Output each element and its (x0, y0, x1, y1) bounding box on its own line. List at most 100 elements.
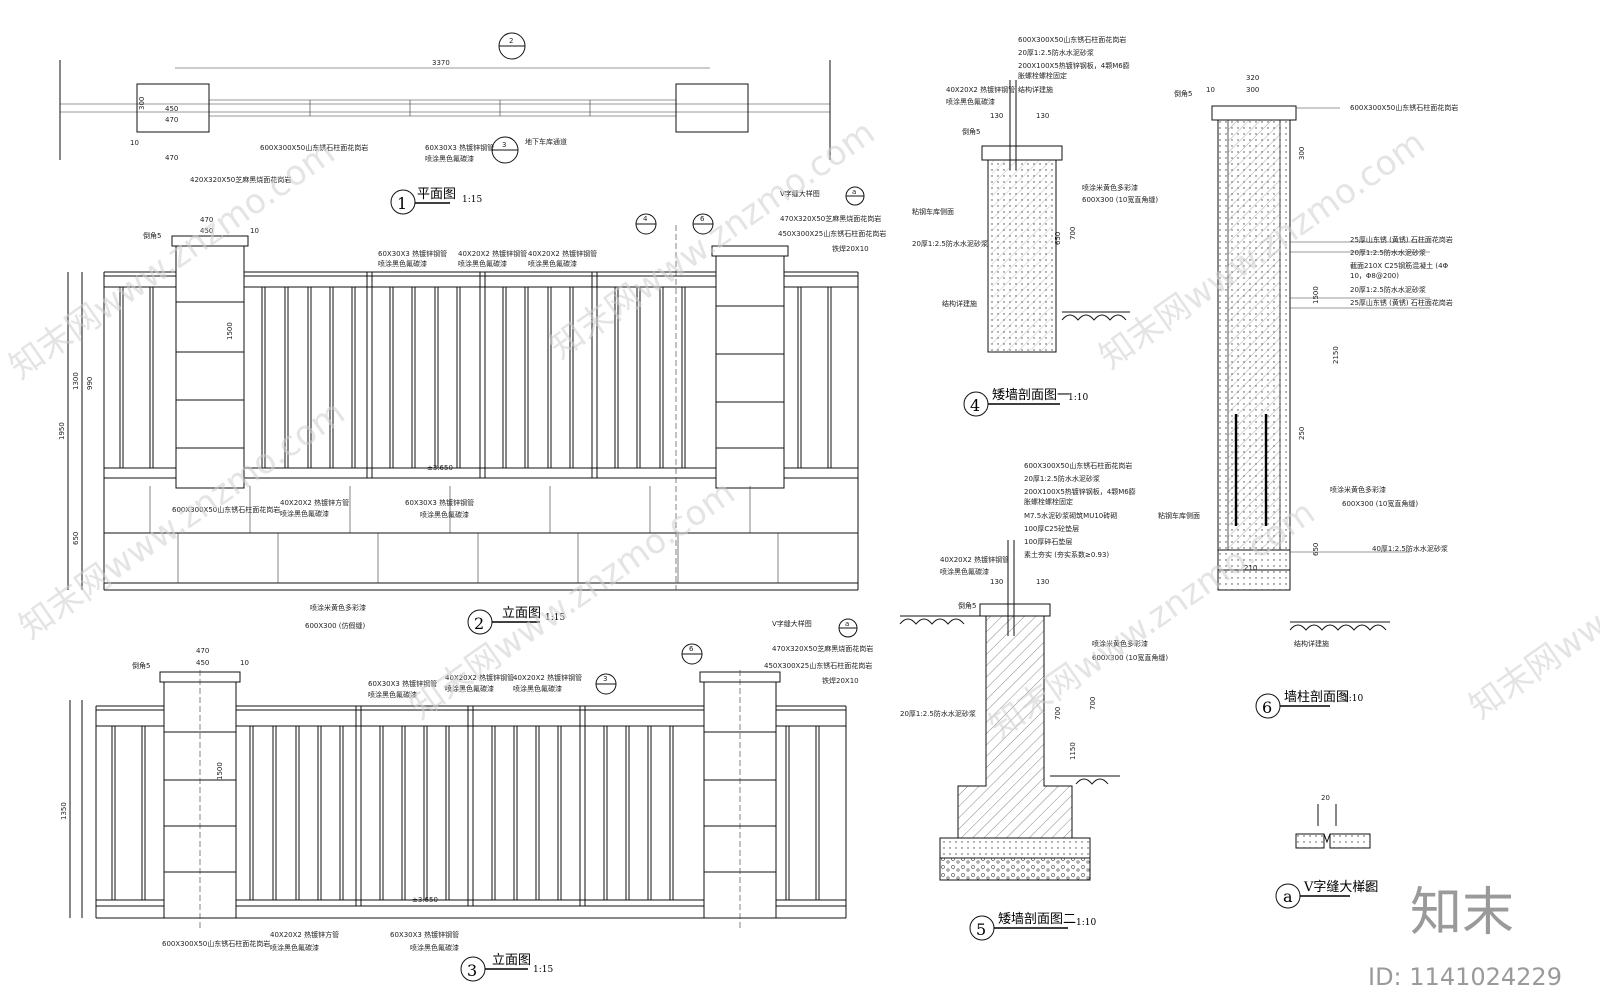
sec6-dim-210: 210 (1244, 564, 1257, 572)
svg-text:6: 6 (700, 215, 705, 223)
plan-view-number: 1 (397, 194, 407, 213)
sec6-note-3: 20厚1:2.5防水水泥砂浆 (1350, 248, 1426, 257)
sec6-dim-650: 650 (1312, 543, 1320, 556)
sec5-note-5: 100厚C25砼垫层 (1024, 524, 1079, 533)
elevation-2: 1950 1300 990 650 1500 470 450 10 倒角5 60… (58, 186, 886, 635)
sec5-dim-1150: 1150 (1069, 742, 1077, 760)
elev2-label-weld: 铁焊20X10 (832, 244, 869, 253)
plan-dim-450: 450 (165, 105, 178, 113)
sec4-view-title: 矮墙剖面图一 (992, 388, 1070, 403)
plan-label-granite: 600X300X50山东锈石柱面花岗岩 (260, 143, 368, 152)
sec6-note-5: 20厚1:2.5防水水泥砂浆 (1350, 285, 1426, 294)
svg-text:6: 6 (689, 645, 694, 653)
elev2-tag-4: 4 (635, 213, 657, 235)
plan-pillar-left (136, 83, 210, 133)
sec5-view-scale: 1:10 (1076, 918, 1096, 928)
elev3-label-b2b: 喷涂黑色氟碳漆 (270, 943, 319, 952)
plan-view-number-circle (390, 189, 416, 215)
sec5-note-7: 素土夯实 (夯实系数≥0.93) (1024, 550, 1109, 559)
plan-dim-10: 10 (130, 139, 139, 147)
plan-label-paint: 喷涂黑色氟碳漆 (425, 154, 474, 163)
elev2-dim-450: 450 (200, 227, 213, 235)
elev3-tag-a: a (838, 618, 858, 638)
sec5-note-1: 600X300X50山东锈石柱面花岗岩 (1024, 461, 1132, 470)
sec6-label-structure: 结构详建施 (1294, 639, 1329, 648)
elev2-label-wall-paint: 喷涂米黄色多彩漆 (310, 603, 366, 612)
sec6-label-paint: 喷涂米黄色多彩漆 (1330, 485, 1386, 494)
elev2-label-top2: 40X20X2 热镀锌钢管 (458, 249, 527, 258)
sec4-label-structure: 结构详建施 (942, 299, 977, 308)
elev3-label-b3b: 喷涂黑色氟碳漆 (410, 943, 459, 952)
elev3-dim-470: 470 (196, 647, 209, 655)
elev2-view-number: 2 (474, 614, 484, 633)
elev2-view-title: 立面图 (502, 606, 541, 621)
sec5-note-4: M7.5水泥砂浆砌筑MU10砖砌 (1024, 511, 1117, 520)
elev2-label-b2: 40X20X2 热镀锌方管 (280, 498, 349, 507)
sec4-dim-650: 650 (1054, 232, 1062, 245)
plan-dim-total: 3370 (432, 59, 450, 67)
sec4-dim-130b: 130 (1036, 112, 1049, 120)
detaila-view-number: a (1283, 887, 1293, 906)
elev2-label-chamfer: 倒角5 (143, 231, 161, 240)
plan-pillar-right (675, 83, 749, 133)
sec5-label-joints: 600X300 (10宽直角缝) (1092, 653, 1168, 662)
sec6-dim-300a: 300 (1298, 147, 1306, 160)
elev2-pillar-right (711, 245, 789, 489)
sec5-label-paint: 喷涂米黄色多彩漆 (1092, 639, 1148, 648)
sec5-note-3b: 胀螺栓螺栓固定 (1024, 497, 1073, 506)
plan-section-mark-2: 2 (498, 32, 526, 60)
svg-text:3: 3 (603, 675, 607, 683)
plan-dim-300: 300 (138, 97, 146, 110)
detaila-dim-20: 20 (1321, 794, 1330, 802)
elev2-dim-650: 650 (72, 532, 80, 545)
plan-dim-470: 470 (165, 116, 178, 124)
elev2-base-wall-joints (149, 486, 779, 583)
elev2-label-top1: 60X30X3 热镀锌钢管 (378, 249, 447, 258)
sec6-view-number: 6 (1262, 698, 1272, 717)
elev2-label-vjoint: V字缝大样图 (780, 189, 820, 198)
elev3-view-number: 3 (467, 961, 477, 980)
elev2-tag-a: a (845, 186, 865, 206)
elev2-level: ±3.650 (427, 464, 453, 472)
sec6-dim-320: 320 (1246, 74, 1259, 82)
elev3-dim-450: 450 (196, 659, 209, 667)
elev3-view-scale: 1:15 (533, 965, 553, 975)
sec5-dim-130a: 130 (990, 578, 1003, 586)
watermark-1: 知末网www.znzmo.com (2, 133, 342, 388)
plan-dim-470b: 470 (165, 154, 178, 162)
sec5-label-1: 40X20X2 热镀锌钢管 (940, 555, 1009, 564)
elev3-view-title: 立面图 (492, 953, 531, 968)
elev3-label-top2b: 喷涂黑色氟碳漆 (445, 684, 494, 693)
elev2-label-b3: 60X30X3 热镀锌钢管 (405, 498, 474, 507)
sec6-note-1: 600X300X50山东锈石柱面花岗岩 (1350, 103, 1458, 112)
elev2-tag-6: 6 (692, 213, 714, 235)
svg-text:a: a (852, 188, 856, 196)
sec4-label-joints: 600X300 (10宽直角缝) (1082, 195, 1158, 204)
sec6-dim-1500: 1500 (1312, 286, 1320, 304)
sec6-note-6: 25厚山东锈 (黄锈) 石柱面花岗岩 (1350, 298, 1453, 307)
elev2-label-top3: 40X20X2 热镀锌钢管 (528, 249, 597, 258)
sec4-note-1: 600X300X50山东锈石柱面花岗岩 (1018, 35, 1126, 44)
elev2-label-top2b: 喷涂黑色氟碳漆 (458, 259, 507, 268)
plan-section-mark-3: 3 (491, 136, 519, 164)
svg-text:a: a (845, 620, 849, 628)
plan-label-garage: 地下车库通道 (525, 137, 567, 146)
sec5-dim-700b: 700 (1089, 697, 1097, 710)
sec4-label-chamfer: 倒角5 (962, 127, 980, 136)
sec4-dim-130a: 130 (990, 112, 1003, 120)
elev3-tag-6: 6 (681, 643, 703, 665)
plan-label-steel-pipe: 60X30X3 热镀锌钢管 (425, 143, 494, 152)
elev3-tag-3: 3 (595, 673, 617, 695)
plan-view: 3370 450 470 470 10 300 600X300X50山东锈石柱面… (59, 32, 831, 215)
sec4-note-3b: 胀螺栓螺栓固定 (1018, 71, 1067, 80)
sec4-dim-700: 700 (1069, 227, 1077, 240)
elev2-label-top3b: 喷涂黑色氟碳漆 (528, 259, 577, 268)
elev2-dim-990: 990 (86, 377, 94, 390)
elev3-label-weld: 铁焊20X10 (822, 676, 859, 685)
sec6-dim-2150: 2150 (1332, 346, 1340, 364)
sec6-label-garage: 粘钢车库侧面 (1158, 511, 1200, 520)
elev3-label-vjoint: V字缝大样图 (772, 619, 812, 628)
sec6-dim-10: 10 (1206, 86, 1215, 94)
brand-logo: 知末 ID: 1141024229 (1368, 883, 1562, 991)
sec6-view-title: 墙柱剖面图 (1284, 690, 1349, 705)
